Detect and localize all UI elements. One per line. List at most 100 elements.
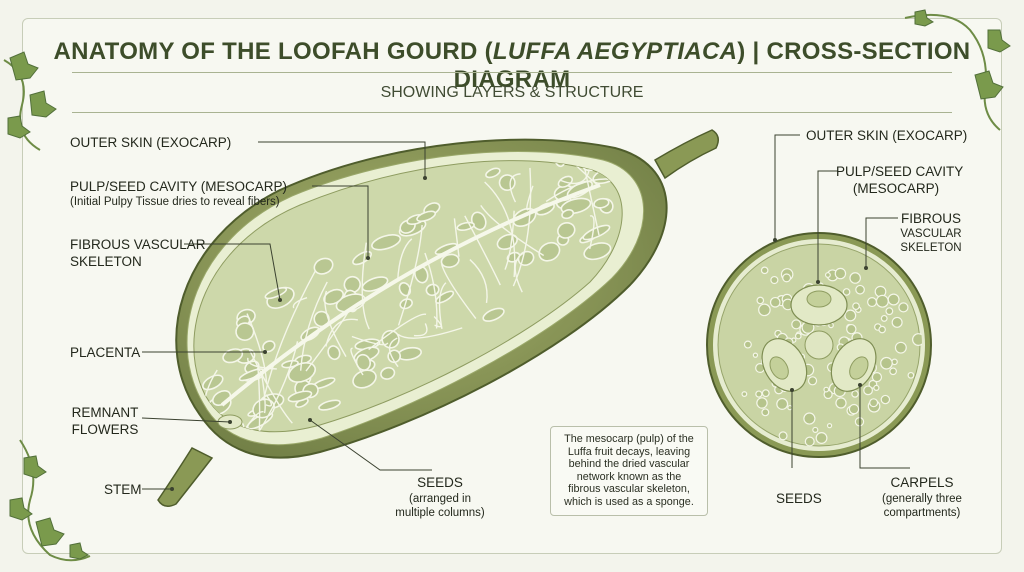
fiber-strand <box>351 335 389 346</box>
stem-top <box>653 129 719 180</box>
fiber-strand <box>248 348 293 424</box>
cross-fiber-pore <box>743 340 752 349</box>
label-fibrous-1: FIBROUS VASCULAR <box>70 237 206 252</box>
fiber-pore <box>485 167 501 179</box>
fiber-strand <box>234 411 264 432</box>
label-cross-carpels-note-2: compartments) <box>883 507 961 519</box>
cross-fiber-pore <box>851 390 859 398</box>
fiber-pore <box>561 209 575 220</box>
cross-fiber-pore <box>778 431 788 441</box>
title-rule-top <box>72 72 952 73</box>
cross-fiber-pore <box>807 376 818 386</box>
fiber-pore <box>482 307 505 322</box>
cross-fiber-pore <box>823 386 830 393</box>
fiber-strand <box>299 281 328 371</box>
cross-fiber-pore <box>812 426 819 433</box>
fiber-strand <box>464 215 501 286</box>
cross-fiber-pore <box>846 323 857 335</box>
fiber-pore <box>380 366 396 380</box>
carpels-group <box>761 284 877 392</box>
cross-fiber-pore <box>794 332 802 340</box>
fiber-pore <box>538 241 561 262</box>
fiber-strand <box>576 160 600 236</box>
diagram-subtitle: SHOWING LAYERS & STRUCTURE <box>380 84 644 101</box>
cross-fiber-pore <box>761 389 770 398</box>
cross-fiber-pore <box>894 341 907 354</box>
leader-cross-fibrous <box>865 217 898 268</box>
cross-fiber-pore <box>791 319 802 330</box>
cross-fiber-pore <box>776 397 789 410</box>
label-cross-seeds: SEEDS <box>776 491 822 506</box>
fiber-strand <box>413 323 428 337</box>
fiber-strand <box>350 347 364 376</box>
fiber-strand <box>397 327 463 339</box>
fiber-strand <box>396 238 413 282</box>
label-stem: STEM <box>104 482 142 497</box>
vine-decoration-top-left <box>3 51 57 151</box>
cross-fiber-pore <box>873 384 880 391</box>
fiber-strand <box>265 394 273 407</box>
cross-fiber-pore <box>755 390 763 398</box>
cross-fiber-pore <box>889 367 897 376</box>
cross-core <box>804 330 834 360</box>
fiber-pore <box>399 298 413 310</box>
carpel-2 <box>761 338 808 392</box>
note-line-4: network known as the <box>576 470 682 483</box>
cross-fiber-pore <box>756 397 768 409</box>
vine-decoration-bottom-left <box>9 439 91 562</box>
fiber-strand <box>292 297 308 309</box>
cross-fiber-pore <box>758 303 771 317</box>
leader-dots <box>170 176 868 491</box>
cross-fiber-pore <box>761 408 770 417</box>
label-seeds-note-1: (arranged in <box>408 493 471 505</box>
fiber-strand <box>480 205 545 257</box>
label-pulp-cavity: PULP/SEED CAVITY (MESOCARP) <box>70 179 288 194</box>
cross-fiber-pore <box>782 273 792 283</box>
fiber-strand <box>589 215 595 250</box>
label-pulp-note: (Initial Pulpy Tissue dries to reveal fi… <box>70 196 280 208</box>
cross-fiber-pore <box>878 325 886 334</box>
cross-fiber-pore <box>891 316 903 328</box>
cross-fiber-pore <box>804 436 815 447</box>
fiber-strand <box>424 252 438 329</box>
cross-fiber-pore <box>907 371 915 379</box>
title-species: LUFFA AEGYPTIACA <box>492 38 738 65</box>
cross-fiber-pore <box>849 272 862 284</box>
cross-fiber-pore <box>834 267 847 280</box>
fiber-pore <box>557 221 576 239</box>
cross-fiber-pore <box>887 293 900 306</box>
fiber-strand <box>361 242 370 330</box>
title-suffix: ) | CROSS-SECTION DIAGRAM <box>453 38 971 93</box>
cross-fiber-pore <box>741 391 748 397</box>
cross-fiber-pore <box>760 266 769 275</box>
cross-fiber-pore <box>803 412 816 425</box>
note-line-6: which is used as a sponge. <box>564 495 694 508</box>
cross-fiber-pore <box>770 275 779 285</box>
label-seeds-note-2: multiple columns) <box>395 507 485 519</box>
cross-fiber-pore <box>869 398 879 408</box>
fiber-strand <box>388 337 399 368</box>
cross-fiber-pore <box>898 302 909 313</box>
fiber-pore <box>318 399 341 411</box>
fiber-pore <box>416 210 437 223</box>
note-line-3: behind the dried vascular <box>568 458 690 470</box>
label-seeds: SEEDS <box>417 475 463 490</box>
leader-cross-outer <box>774 134 800 240</box>
fiber-pore <box>313 257 334 275</box>
cross-fiber-pore <box>854 417 865 427</box>
note-line-5: fibrous vascular skeleton, <box>568 483 690 495</box>
stem-bottom <box>157 447 214 507</box>
explanation-note: The mesocarp (pulp) of the Luffa fruit d… <box>550 426 708 516</box>
fiber-strand <box>504 210 515 270</box>
label-remnant-1: REMNANT <box>71 405 139 420</box>
cross-fiber-pore <box>855 284 865 295</box>
label-cross-fibrous-2: VASCULAR <box>900 228 962 240</box>
cross-fiber-pore <box>815 432 828 444</box>
cross-fiber-pore <box>769 296 781 308</box>
fiber-strand <box>597 105 656 146</box>
label-cross-pulp-2: (MESOCARP) <box>852 181 940 196</box>
cross-fiber-pore <box>880 314 888 322</box>
fiber-strand <box>249 341 299 432</box>
fiber-strand <box>588 115 602 130</box>
